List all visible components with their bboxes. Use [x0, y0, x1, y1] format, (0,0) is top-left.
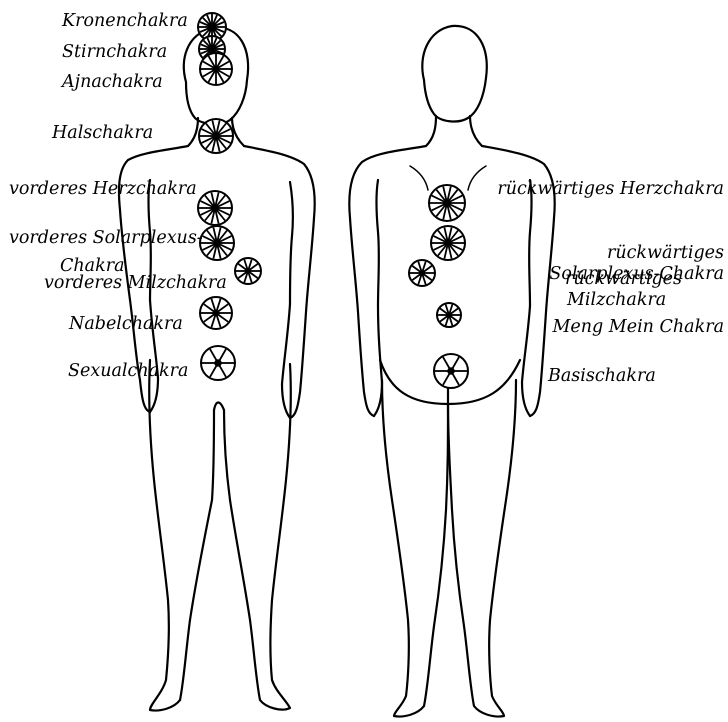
- label-vorderes-solarplexus: vorderes Solarplexus-: [9, 229, 203, 248]
- label-stirnchakra: Stirnchakra: [62, 43, 167, 62]
- navel-chakra-wheel: [200, 297, 232, 329]
- label-basischakra: Basischakra: [548, 367, 656, 386]
- label-rueckwaertiges-herzchakra: rückwärtiges Herzchakra: [497, 180, 724, 199]
- throat-chakra-wheel: [199, 119, 233, 153]
- ajna-chakra-wheel: [200, 53, 232, 85]
- label-nabelchakra: Nabelchakra: [69, 315, 183, 334]
- front-heart-chakra-wheel: [198, 191, 232, 225]
- back-heart-chakra-wheel: [429, 185, 465, 221]
- label-sexualchakra: Sexualchakra: [68, 362, 188, 381]
- label-rueckwaertiges-2: rückwärtiges: [565, 270, 682, 289]
- back-spleen-chakra-wheel: [409, 260, 435, 286]
- label-milzchakra: Milzchakra: [567, 291, 666, 310]
- sex-chakra-wheel: [201, 346, 235, 380]
- label-kronenchakra: Kronenchakra: [62, 12, 188, 31]
- chakra-wheels: [198, 13, 468, 388]
- base-chakra-wheel: [434, 354, 468, 388]
- label-ajnachakra: Ajnachakra: [62, 73, 163, 92]
- meng-mein-chakra-wheel: [437, 303, 461, 327]
- label-halschakra: Halschakra: [52, 124, 153, 143]
- label-vorderes-milzchakra: vorderes Milzchakra: [44, 274, 227, 293]
- front-spleen-chakra-wheel: [235, 258, 261, 284]
- back-solar-chakra-wheel: [431, 226, 465, 260]
- label-meng-mein-chakra: Meng Mein Chakra: [552, 318, 724, 337]
- label-vorderes-herzchakra: vorderes Herzchakra: [9, 180, 197, 199]
- front-solar-chakra-wheel: [200, 226, 234, 260]
- label-rueckwaertiges-1: rückwärtiges: [607, 244, 724, 263]
